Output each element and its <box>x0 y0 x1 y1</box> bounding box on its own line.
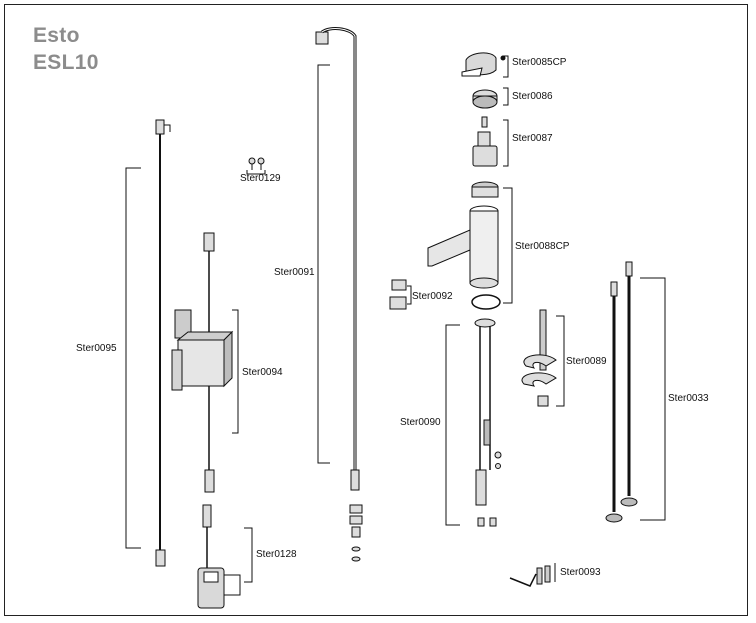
bracket-ster0095 <box>125 167 141 549</box>
control-box-ster0094 <box>171 232 234 493</box>
bracket-ster0086 <box>503 87 509 106</box>
bracket-ster0091 <box>317 64 330 464</box>
label-ster0033: Ster0033 <box>668 393 709 404</box>
label-ster0129: Ster0129 <box>240 173 281 184</box>
bracket-ster0090 <box>445 324 460 526</box>
screws-ster0129 <box>248 157 265 170</box>
label-ster0092: Ster0092 <box>412 291 453 302</box>
label-ster0095: Ster0095 <box>76 343 117 354</box>
shank-ster0090 <box>474 318 502 527</box>
battery-module-ster0128 <box>197 504 241 609</box>
label-ster0086: Ster0086 <box>512 91 553 102</box>
label-ster0085cp: Ster0085CP <box>512 57 567 68</box>
faucet-body-ster0088cp <box>427 181 501 310</box>
drawing-frame <box>4 4 748 616</box>
label-ster0089: Ster0089 <box>566 356 607 367</box>
bracket-ster0092 <box>407 285 412 305</box>
cartridge-ster0087 <box>472 116 498 167</box>
nut-ster0092 <box>389 279 407 310</box>
clamps-ster0089 <box>521 309 557 407</box>
label-ster0128: Ster0128 <box>256 549 297 560</box>
bracket-ster0087 <box>503 119 509 167</box>
label-ster0087: Ster0087 <box>512 133 553 144</box>
bracket-ster0094 <box>232 309 239 434</box>
label-ster0090: Ster0090 <box>400 417 441 428</box>
model-title: ESL10 <box>33 51 99 74</box>
bracket-ster0089 <box>556 315 565 407</box>
tube-ster0091 <box>315 27 360 491</box>
label-ster0094: Ster0094 <box>242 367 283 378</box>
fittings-under-tube <box>349 504 363 562</box>
label-ster0088cp: Ster0088CP <box>515 241 570 252</box>
handle-ster0085cp <box>461 52 506 77</box>
cable-ster0095 <box>155 119 171 567</box>
label-ster0091: Ster0091 <box>274 267 315 278</box>
brand-title: Esto <box>33 24 80 47</box>
bracket-ster0085cp <box>503 55 509 78</box>
tool-bolts-ster0093 <box>509 565 551 587</box>
bracket-ster0033 <box>640 277 666 521</box>
bracket-ster0129 <box>246 170 266 175</box>
bracket-ster0088cp <box>503 187 513 304</box>
bracket-ster0128 <box>244 527 253 583</box>
cap-ring-ster0086 <box>472 89 498 109</box>
label-ster0093: Ster0093 <box>560 567 601 578</box>
hoses-ster0033 <box>605 261 638 523</box>
